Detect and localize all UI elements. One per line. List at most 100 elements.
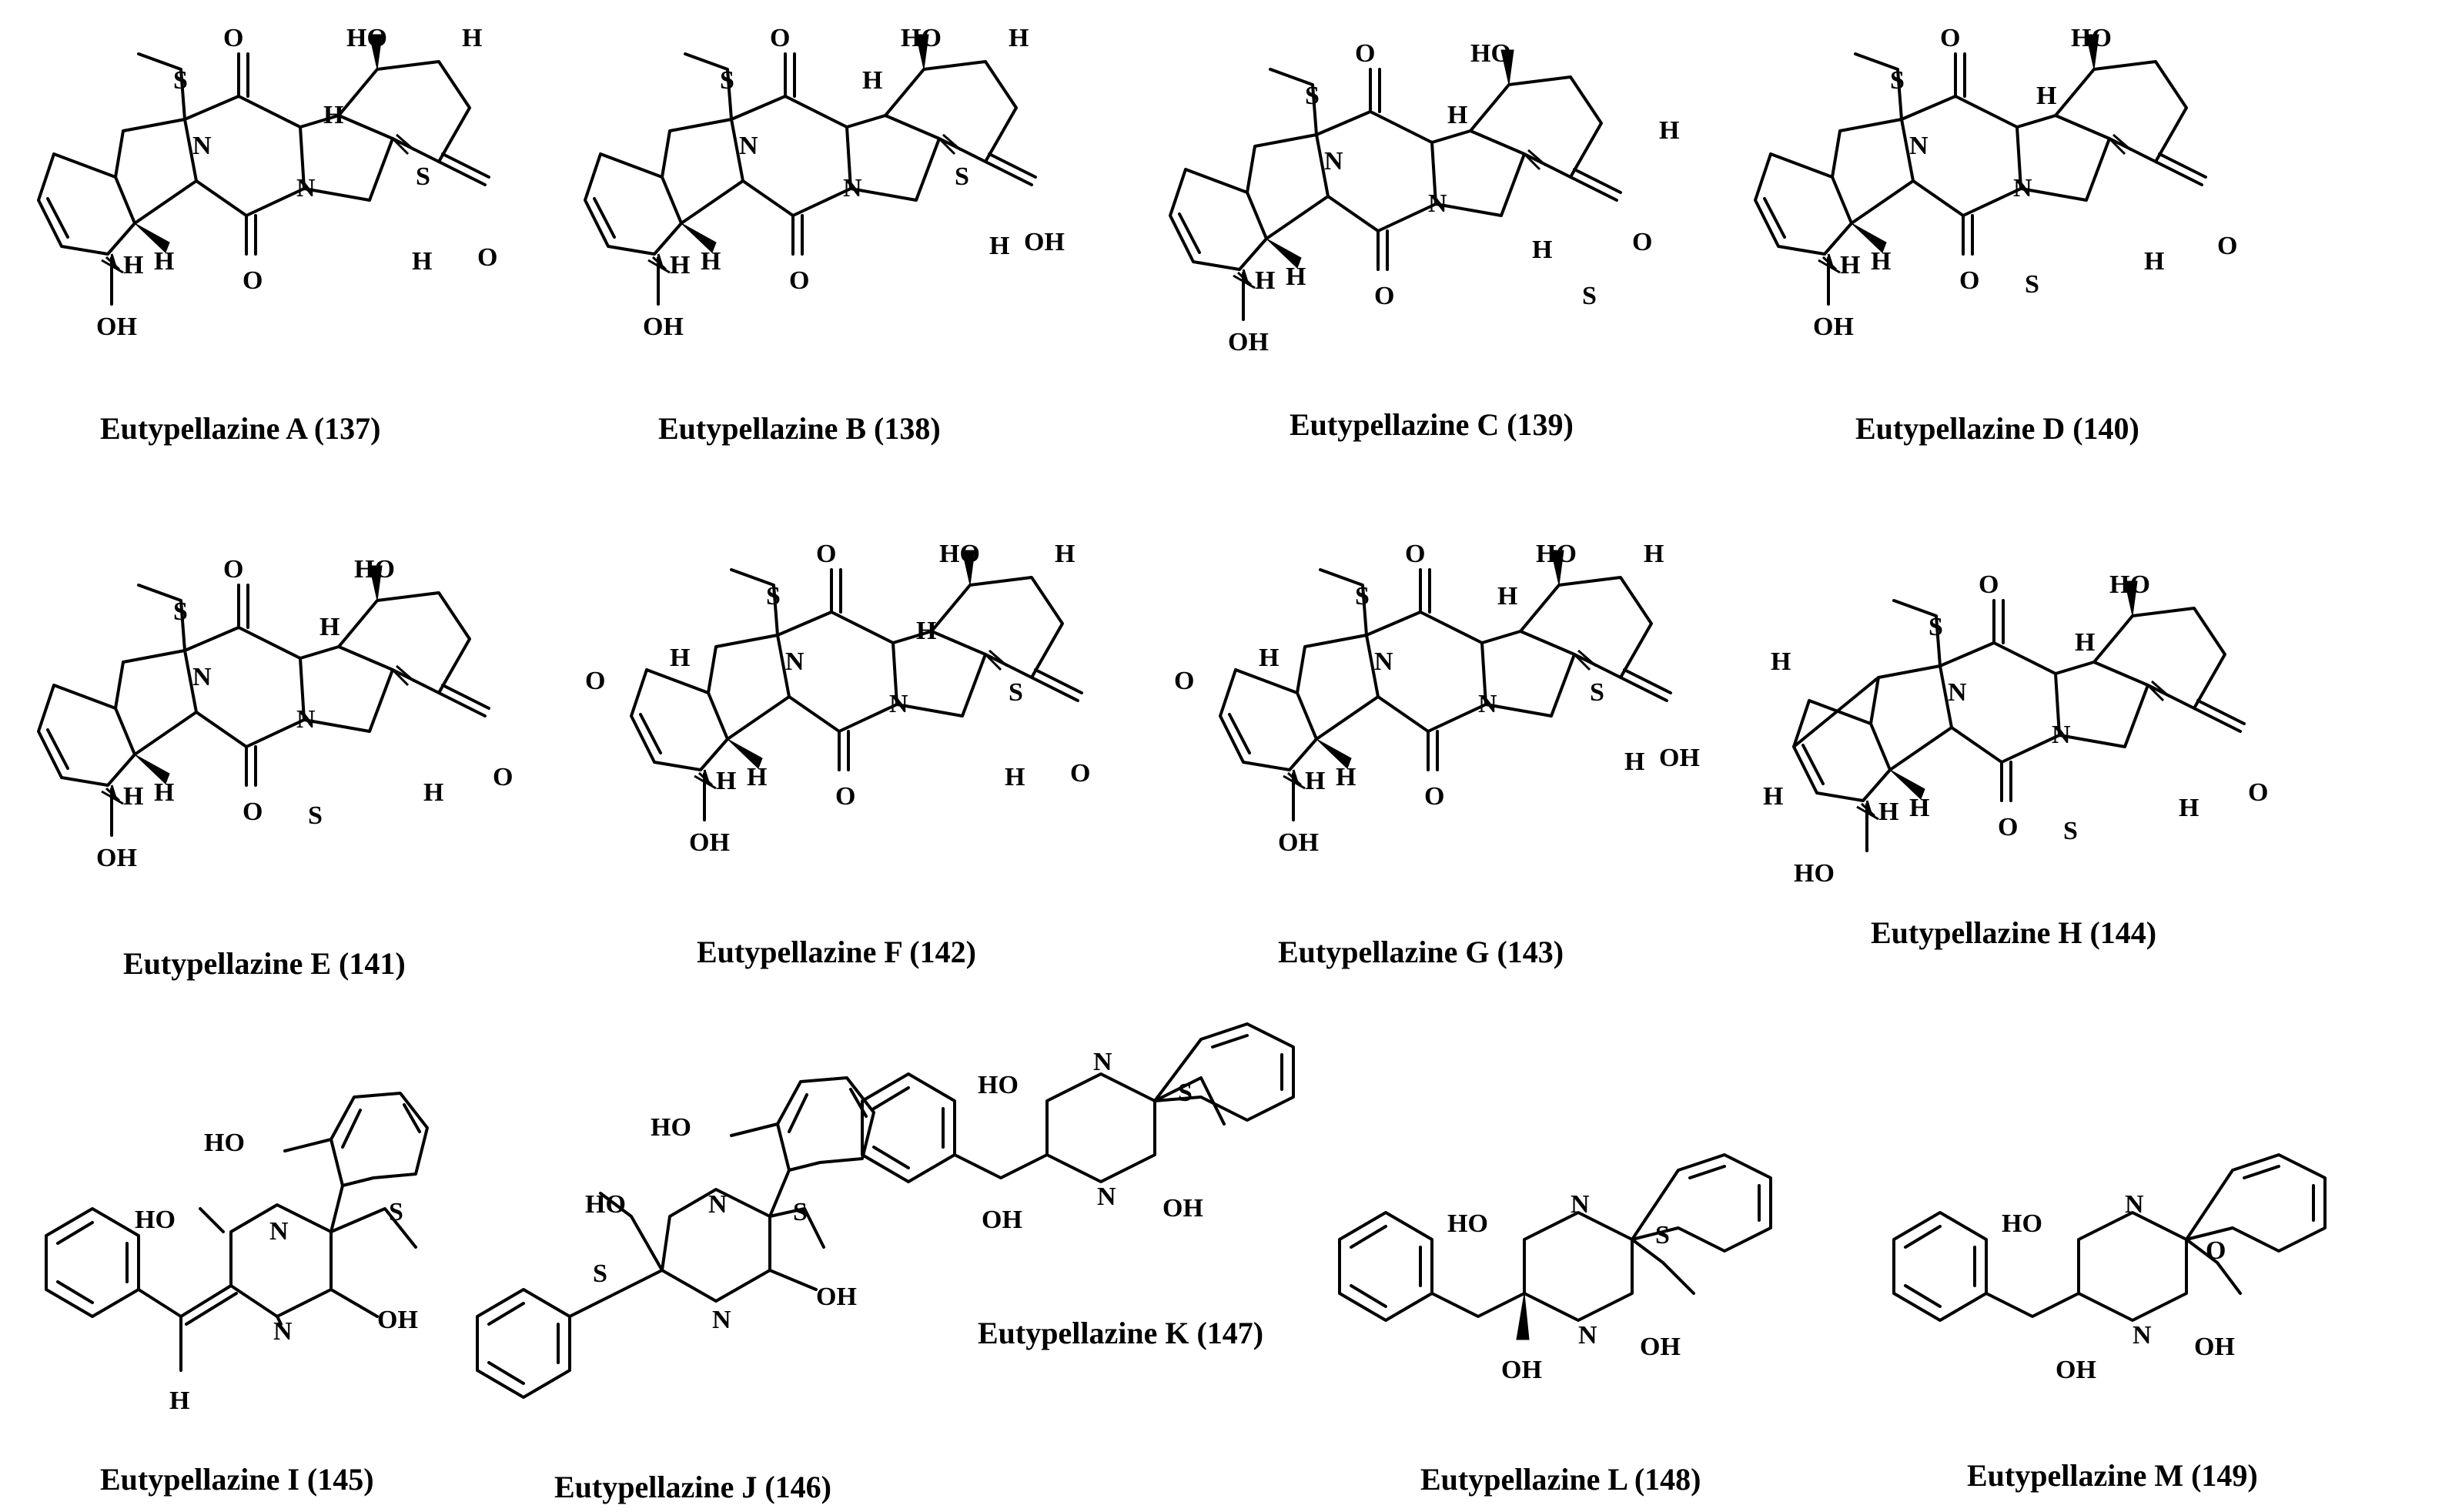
- svg-text:O: O: [1979, 570, 1999, 599]
- svg-text:N: N: [1324, 147, 1343, 176]
- svg-text:O: O: [2248, 778, 2268, 807]
- svg-text:H: H: [1624, 748, 1644, 776]
- caption-137: Eutypellazine A (137): [100, 411, 380, 446]
- svg-text:N: N: [2052, 721, 2071, 749]
- svg-text:H: H: [462, 24, 482, 52]
- svg-text:N: N: [1909, 132, 1929, 160]
- svg-text:HO: HO: [901, 24, 942, 52]
- svg-text:HO: HO: [204, 1129, 245, 1157]
- caption-148: Eutypellazine L (148): [1420, 1462, 1701, 1497]
- caption-140: Eutypellazine D (140): [1855, 411, 2139, 446]
- svg-text:O: O: [1959, 266, 1979, 295]
- svg-text:O: O: [1424, 782, 1444, 811]
- compound-144: O O N N S S HO O H H H H H HO H: [1763, 570, 2268, 888]
- compound-143: O O N N S S HO H OH H O H H H OH H: [1174, 540, 1700, 857]
- svg-text:HO: HO: [2002, 1209, 2042, 1238]
- svg-text:H: H: [747, 763, 767, 791]
- svg-text:H: H: [1005, 763, 1025, 791]
- svg-text:N: N: [2013, 174, 2032, 202]
- svg-text:O: O: [816, 540, 836, 568]
- svg-text:N: N: [1571, 1190, 1590, 1219]
- svg-text:O: O: [1632, 228, 1652, 256]
- svg-text:H: H: [423, 778, 443, 807]
- svg-text:OH: OH: [96, 844, 137, 872]
- svg-text:N: N: [296, 705, 316, 734]
- svg-text:H: H: [1336, 763, 1356, 791]
- svg-text:N: N: [192, 663, 212, 691]
- caption-141: Eutypellazine E (141): [123, 946, 406, 981]
- caption-143: Eutypellazine G (143): [1278, 935, 1564, 969]
- svg-text:H: H: [154, 247, 174, 276]
- caption-144: Eutypellazine H (144): [1871, 915, 2156, 950]
- svg-text:H: H: [1532, 236, 1552, 264]
- svg-text:OH: OH: [1228, 328, 1269, 356]
- compound-137: O O N N S S HO H O H H OH H H: [37, 24, 497, 341]
- svg-text:H: H: [1259, 644, 1279, 672]
- svg-text:H: H: [412, 247, 432, 276]
- svg-text:H: H: [716, 767, 736, 795]
- svg-text:O: O: [223, 24, 243, 52]
- svg-text:S: S: [416, 162, 430, 191]
- svg-text:O: O: [243, 798, 263, 826]
- svg-text:H: H: [1055, 540, 1075, 568]
- svg-text:OH: OH: [1813, 313, 1854, 341]
- svg-text:S: S: [2063, 817, 2078, 845]
- svg-text:HO: HO: [2109, 570, 2150, 599]
- compound-147: HO N N OH S OH: [861, 1022, 1295, 1234]
- caption-147: Eutypellazine K (147): [978, 1316, 1263, 1350]
- svg-text:H: H: [1286, 263, 1306, 291]
- svg-text:HO: HO: [651, 1113, 691, 1142]
- svg-text:H: H: [169, 1387, 189, 1415]
- svg-text:H: H: [862, 66, 882, 95]
- svg-text:O: O: [1940, 24, 1960, 52]
- svg-text:O: O: [1355, 39, 1375, 68]
- svg-text:H: H: [1497, 582, 1517, 610]
- svg-text:O: O: [243, 266, 263, 295]
- svg-text:S: S: [2025, 270, 2039, 299]
- svg-text:O: O: [1374, 282, 1394, 310]
- svg-text:H: H: [1771, 647, 1791, 676]
- svg-text:H: H: [123, 782, 143, 811]
- svg-text:S: S: [308, 801, 323, 830]
- compound-146: HO N N OH S S HO: [476, 1076, 875, 1399]
- svg-text:S: S: [1355, 582, 1370, 610]
- svg-text:N: N: [192, 132, 212, 160]
- svg-text:HO: HO: [978, 1071, 1019, 1099]
- svg-text:N: N: [1948, 678, 1967, 707]
- svg-text:O: O: [493, 763, 513, 791]
- caption-142: Eutypellazine F (142): [697, 935, 976, 969]
- svg-text:O: O: [477, 243, 497, 272]
- svg-text:HO: HO: [585, 1190, 626, 1219]
- svg-text:OH: OH: [816, 1283, 857, 1311]
- svg-text:N: N: [843, 174, 862, 202]
- svg-text:OH: OH: [643, 313, 684, 341]
- svg-text:H: H: [154, 778, 174, 807]
- svg-text:S: S: [720, 66, 734, 95]
- svg-text:OH: OH: [96, 313, 137, 341]
- svg-text:H: H: [916, 617, 936, 645]
- svg-text:OH: OH: [982, 1206, 1022, 1234]
- svg-text:H: H: [1909, 794, 1929, 822]
- caption-138: Eutypellazine B (138): [658, 411, 941, 446]
- svg-text:H: H: [670, 644, 690, 672]
- svg-text:O: O: [2217, 232, 2237, 260]
- svg-text:O: O: [770, 24, 790, 52]
- svg-text:OH: OH: [377, 1306, 418, 1334]
- svg-text:H: H: [323, 101, 343, 129]
- svg-text:H: H: [2179, 794, 2199, 822]
- svg-text:HO: HO: [1470, 39, 1511, 68]
- svg-text:S: S: [1009, 678, 1023, 707]
- svg-text:N: N: [739, 132, 758, 160]
- svg-text:S: S: [1178, 1079, 1193, 1107]
- svg-text:OH: OH: [689, 828, 730, 857]
- svg-text:S: S: [1890, 66, 1905, 95]
- svg-text:OH: OH: [1278, 828, 1319, 857]
- svg-text:HO: HO: [135, 1206, 176, 1234]
- svg-text:H: H: [123, 251, 143, 279]
- svg-text:H: H: [1659, 116, 1679, 145]
- svg-text:N: N: [2133, 1321, 2152, 1350]
- svg-text:S: S: [955, 162, 969, 191]
- svg-text:S: S: [1590, 678, 1604, 707]
- svg-text:H: H: [1644, 540, 1664, 568]
